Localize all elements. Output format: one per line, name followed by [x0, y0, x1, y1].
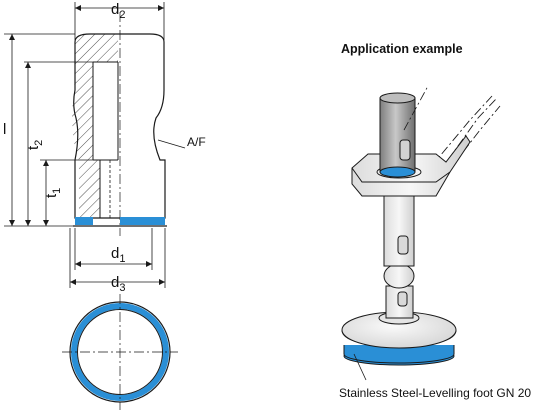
application-title: Application example [341, 42, 463, 56]
seal-left [75, 217, 93, 225]
section-view [72, 12, 167, 236]
label-af: A/F [187, 135, 206, 149]
application-caption: Stainless Steel-Levelling foot GN 20 [339, 386, 531, 400]
label-d2: d2 [111, 1, 125, 21]
bottom-view [62, 294, 178, 410]
label-d3: d3 [111, 274, 125, 294]
body-outline [73, 33, 166, 219]
label-t1: t1 [43, 188, 63, 198]
application-illustration [341, 85, 501, 381]
seal-right [120, 217, 165, 225]
section-hatch [72, 34, 118, 218]
dimensions [4, 2, 186, 288]
label-l: l [3, 121, 6, 138]
label-d1: d1 [111, 245, 125, 265]
label-t2: t2 [25, 140, 45, 150]
